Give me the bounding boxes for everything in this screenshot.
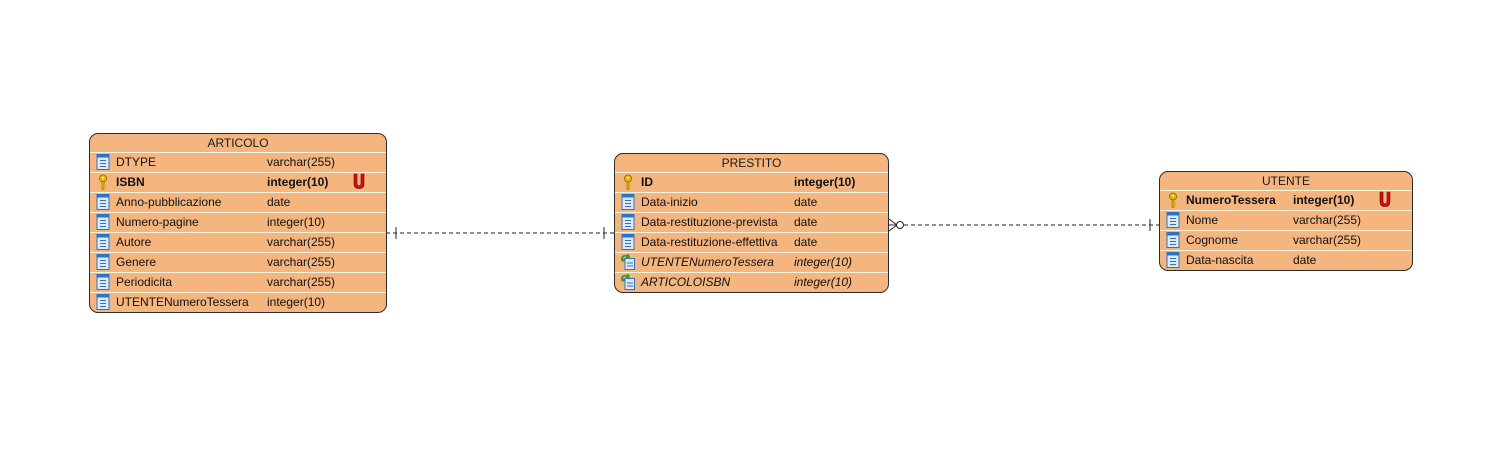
column-icon [96,194,110,210]
column-name: ID [641,175,653,189]
column-name: Genere [116,255,157,269]
column-row[interactable]: Nome varchar(255) [1160,211,1412,231]
column-row[interactable]: Anno-pubblicazione date [90,193,386,213]
column-name: Cognome [1186,233,1239,247]
column-icon [1166,232,1180,248]
column-name: ISBN [116,175,145,189]
column-type: integer(10) [267,215,326,229]
column-name: Data-nascita [1186,253,1254,267]
foreign-key-icon [620,253,635,270]
entity-title: PRESTITO [615,154,888,173]
column-icon [621,234,635,250]
column-row[interactable]: DTYPE varchar(255) [90,153,386,173]
column-row[interactable]: Numero-pagine integer(10) [90,213,386,233]
zero-marker [896,221,904,229]
column-name: Anno-pubblicazione [116,195,222,209]
column-type: varchar(255) [267,255,336,269]
foreign-key-icon [620,273,635,290]
column-type: varchar(255) [267,235,336,249]
column-icon [96,274,110,290]
column-name: Data-inizio [641,195,698,209]
relationship-articolo-prestito[interactable] [386,227,614,239]
column-type: integer(10) [794,275,853,289]
column-row[interactable]: ISBN integer(10) [90,173,386,193]
column-icon [96,294,110,310]
key-icon [1166,192,1180,208]
column-name: Periodicita [116,275,173,289]
column-type: integer(10) [794,255,853,269]
column-row[interactable]: Data-restituzione-effettiva date [615,233,888,253]
column-icon [1166,212,1180,228]
column-type: integer(10) [267,175,329,189]
column-row[interactable]: Genere varchar(255) [90,253,386,273]
crowfoot-top [888,218,898,226]
column-row[interactable]: ARTICOLOISBN integer(10) [615,273,888,292]
column-list: DTYPE varchar(255) ISBN integer(10) Anno-pub… [90,153,386,312]
column-type: integer(10) [794,175,856,189]
key-icon [621,174,635,190]
column-row[interactable]: Cognome varchar(255) [1160,231,1412,251]
entity-utente[interactable]: UTENTE NumeroTessera integer(10) Nome varch… [1159,171,1413,271]
entity-title: ARTICOLO [90,134,386,153]
column-type: date [267,195,291,209]
column-row[interactable]: NumeroTessera integer(10) [1160,191,1412,211]
unique-constraint-icon [352,173,366,190]
column-name: UTENTENumeroTessera [641,255,774,269]
column-type: varchar(255) [1293,213,1362,227]
column-name: Data-restituzione-effettiva [641,235,778,249]
column-icon [96,234,110,250]
column-type: integer(10) [267,295,326,309]
column-row[interactable]: ID integer(10) [615,173,888,193]
column-row[interactable]: Periodicita varchar(255) [90,273,386,293]
column-row[interactable]: Data-restituzione-prevista date [615,213,888,233]
column-icon [96,154,110,170]
column-type: date [1293,253,1317,267]
column-name: Autore [116,235,152,249]
key-icon [96,174,110,190]
column-row[interactable]: UTENTENumeroTessera integer(10) [615,253,888,273]
column-name: ARTICOLOISBN [641,275,731,289]
column-icon [96,254,110,270]
column-type: integer(10) [1293,193,1355,207]
column-type: date [794,235,818,249]
crowfoot-bottom [888,224,898,232]
unique-constraint-icon [1378,191,1392,208]
column-type: varchar(255) [267,275,336,289]
column-type: varchar(255) [1293,233,1362,247]
column-row[interactable]: Data-inizio date [615,193,888,213]
column-row[interactable]: Data-nascita date [1160,251,1412,270]
column-icon [96,214,110,230]
column-icon [1166,252,1180,268]
entity-title: UTENTE [1160,172,1412,191]
column-name: Nome [1186,213,1219,227]
column-list: NumeroTessera integer(10) Nome varchar(255)… [1160,191,1412,270]
column-icon [621,194,635,210]
column-name: DTYPE [116,155,157,169]
column-name: UTENTENumeroTessera [116,295,249,309]
column-icon [621,214,635,230]
column-type: date [794,195,818,209]
column-row[interactable]: UTENTENumeroTessera integer(10) [90,293,386,312]
relationship-prestito-utente[interactable] [888,218,1160,232]
column-row[interactable]: Autore varchar(255) [90,233,386,253]
column-name: Numero-pagine [116,215,199,229]
column-name: NumeroTessera [1186,193,1276,207]
column-type: varchar(255) [267,155,336,169]
column-type: date [794,215,818,229]
column-name: Data-restituzione-prevista [641,215,778,229]
entity-articolo[interactable]: ARTICOLO DTYPE varchar(255) ISBN integer(10… [89,133,387,313]
